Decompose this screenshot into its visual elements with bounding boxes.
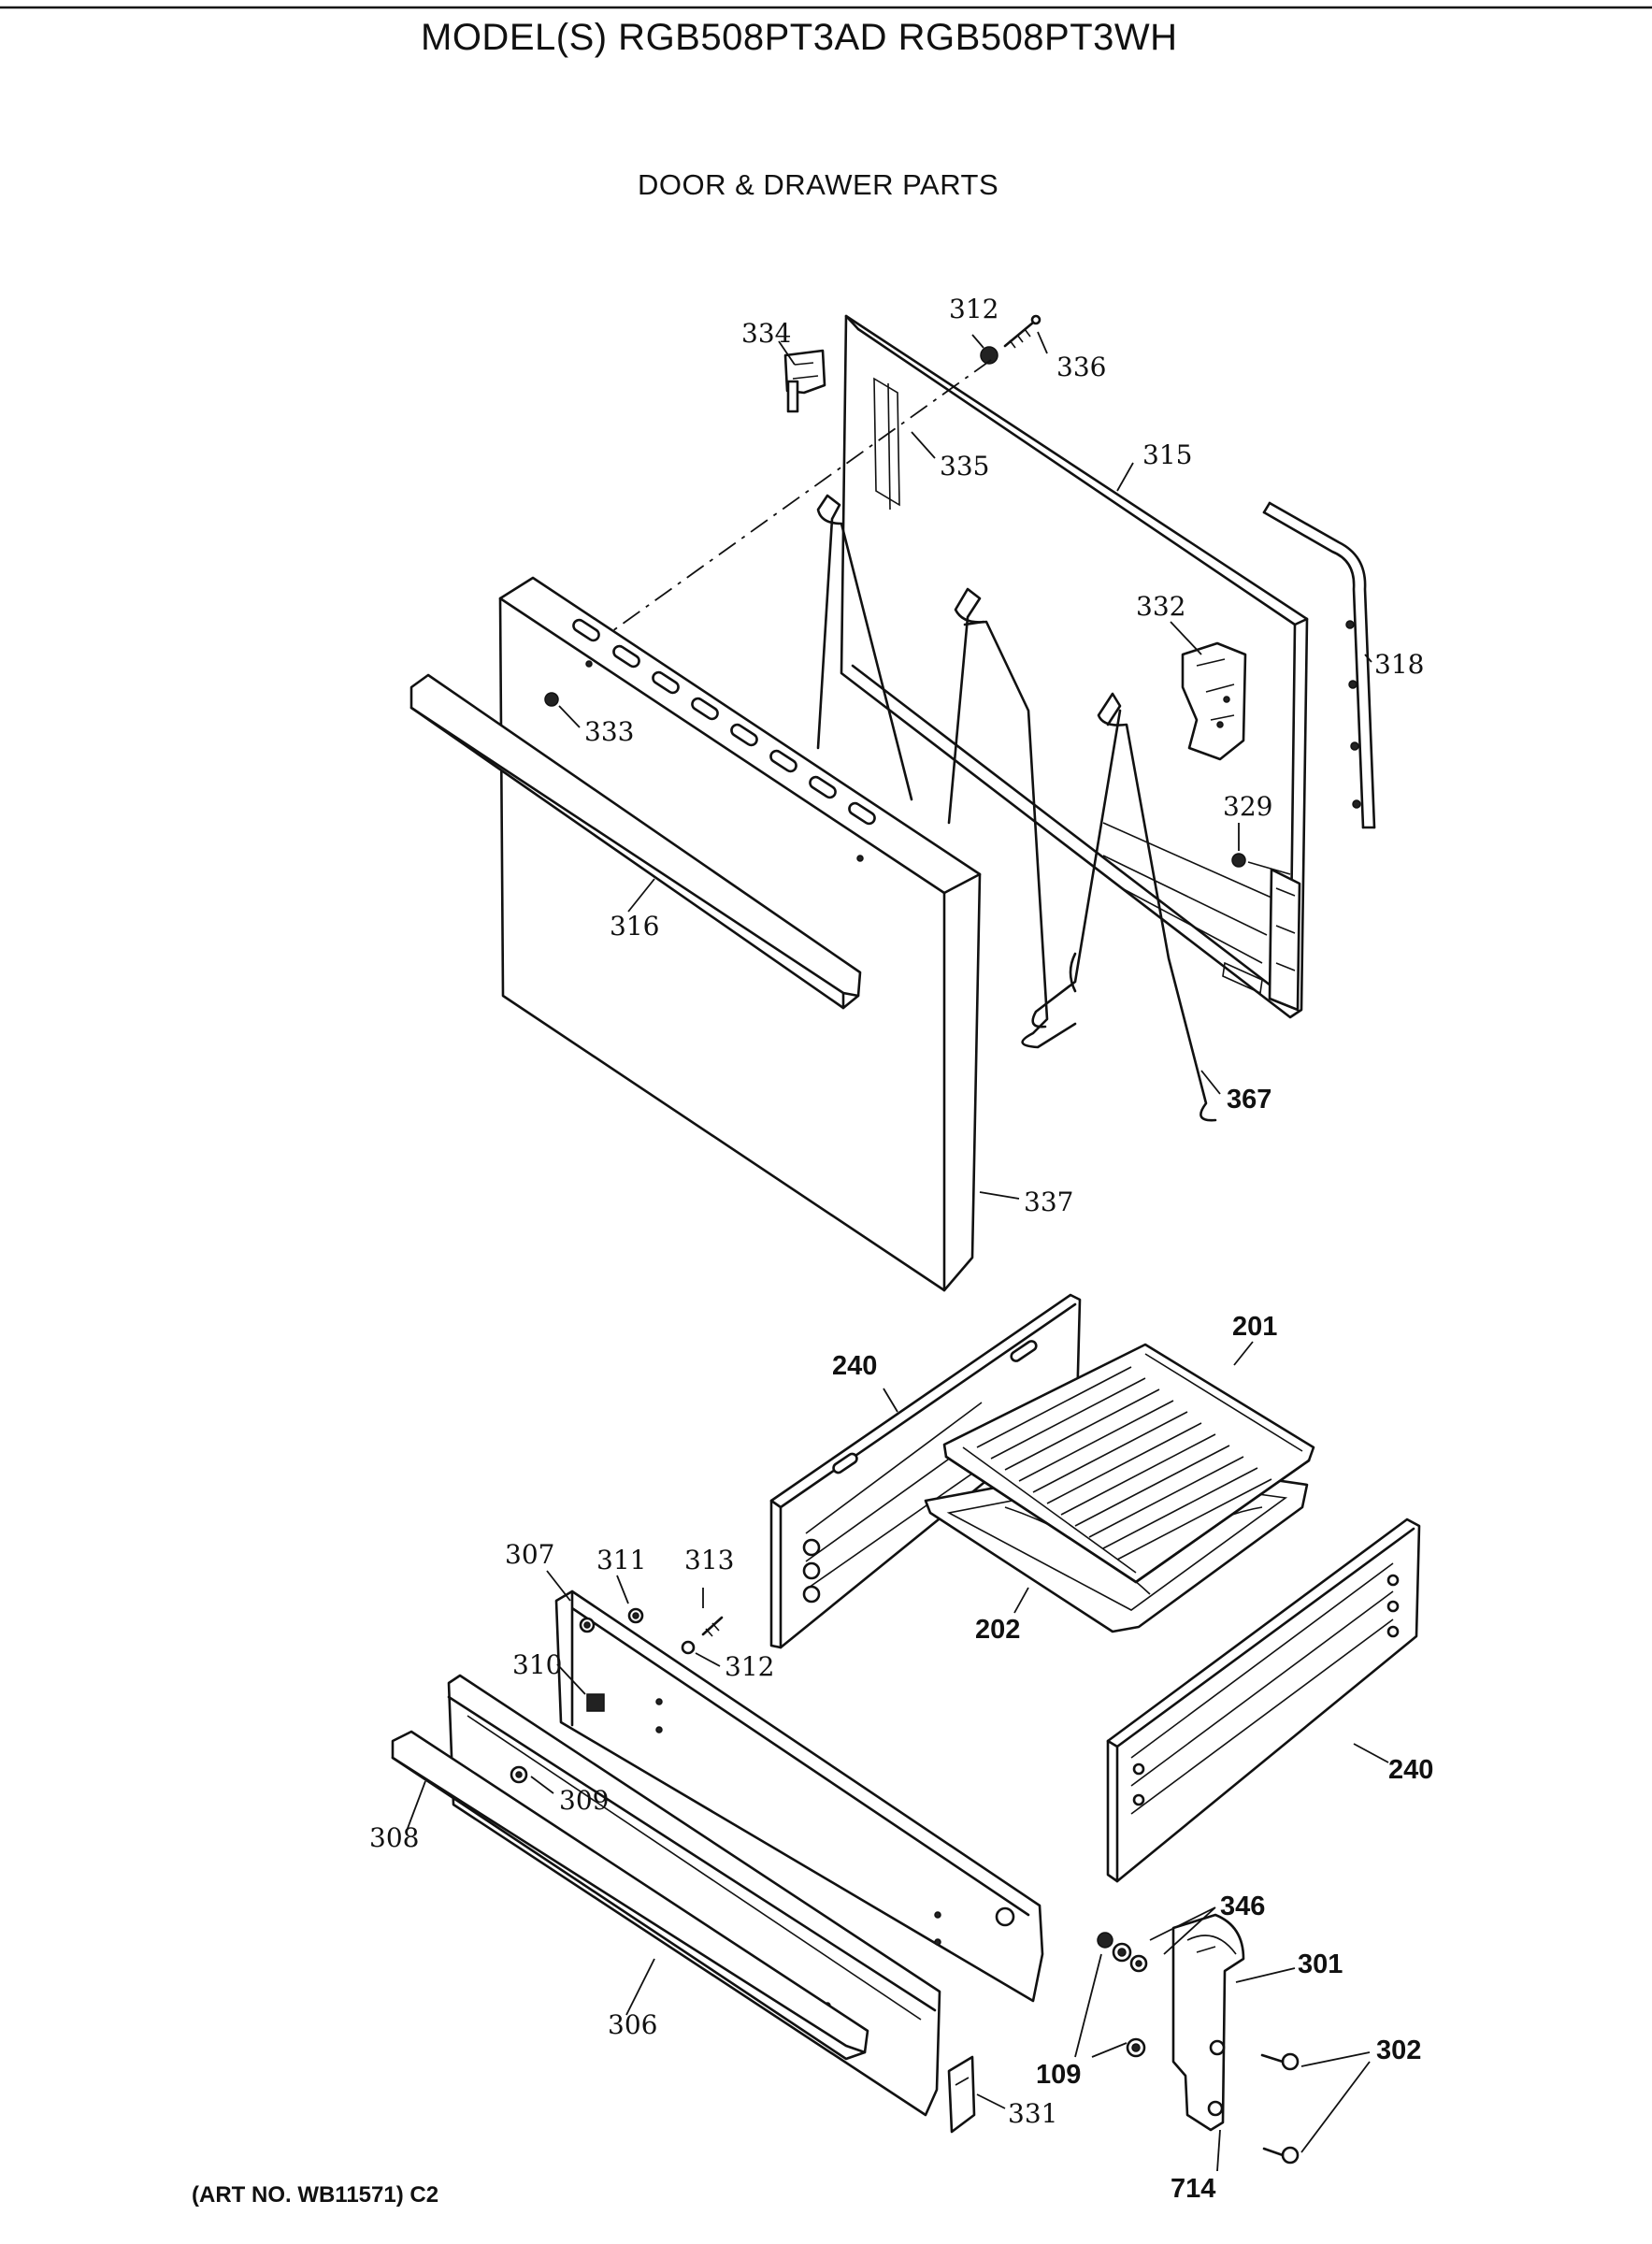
- label-332: 332: [1136, 591, 1185, 622]
- label-316: 316: [610, 911, 659, 942]
- label-302: 302: [1376, 2035, 1421, 2065]
- part-329-screw: [1231, 853, 1291, 875]
- part-201-broiler-grid: [942, 1343, 1315, 1584]
- section-title: DOOR & DRAWER PARTS: [638, 168, 999, 201]
- label-333: 333: [584, 716, 634, 747]
- label-331: 331: [1008, 2098, 1057, 2129]
- label-312: 312: [949, 294, 998, 324]
- part-318-gasket: [1262, 501, 1376, 829]
- label-240-upper: 240: [832, 1351, 877, 1381]
- label-310: 310: [512, 1649, 562, 1680]
- drawer-fasteners: [586, 1607, 724, 1712]
- part-332-insulation: [1181, 641, 1247, 761]
- label-311: 311: [596, 1545, 646, 1575]
- label-336: 336: [1056, 352, 1106, 382]
- label-315: 315: [1142, 439, 1192, 470]
- label-346: 346: [1220, 1892, 1265, 1921]
- label-367: 367: [1227, 1085, 1271, 1115]
- label-240-lower: 240: [1388, 1755, 1433, 1785]
- door-inner-panel: [840, 314, 1309, 1019]
- label-337: 337: [1024, 1187, 1073, 1217]
- label-306: 306: [608, 2009, 657, 2040]
- door-vent-slots: [572, 618, 876, 826]
- label-307: 307: [505, 1539, 554, 1570]
- label-335: 335: [940, 451, 989, 482]
- label-308: 308: [369, 1822, 419, 1853]
- part-307-drawer-body: [554, 1590, 1044, 2003]
- label-202: 202: [975, 1615, 1020, 1645]
- part-240-side-rail-lower: [1106, 1518, 1421, 1883]
- alignment-dash-line: [579, 359, 992, 655]
- label-301: 301: [1298, 1949, 1343, 1979]
- part-334-bracket: [783, 349, 826, 413]
- leader-lines: [406, 331, 1389, 2172]
- part-331-bracket: [947, 2055, 976, 2134]
- grid-slots: [962, 1353, 1303, 1574]
- label-201: 201: [1232, 1312, 1277, 1342]
- label-329: 329: [1223, 791, 1272, 822]
- label-109: 109: [1036, 2060, 1081, 2090]
- label-309: 309: [559, 1785, 609, 1816]
- part-333-screw: [544, 692, 559, 707]
- part-labels: 334 312 336 335 315 318 332 333 329 316 …: [369, 294, 1433, 2204]
- label-318: 318: [1374, 649, 1424, 680]
- label-313: 313: [684, 1545, 734, 1575]
- door-spring-wires: [816, 494, 1217, 1122]
- label-312-lower: 312: [725, 1651, 774, 1682]
- label-714: 714: [1171, 2174, 1215, 2204]
- model-title: MODEL(S) RGB508PT3AD RGB508PT3WH: [421, 17, 1178, 58]
- part-346-washers: [1097, 1932, 1148, 2058]
- part-302-screws: [1260, 2052, 1300, 2165]
- part-316-door-handle: [409, 673, 862, 1010]
- part-301-drawer-slide: [1171, 1913, 1245, 2132]
- art-number: (ART NO. WB11571) C2: [192, 2182, 439, 2208]
- part-312-336-screw: [980, 314, 1041, 365]
- label-334: 334: [741, 318, 791, 349]
- part-308-drawer-handle: [391, 1730, 869, 2061]
